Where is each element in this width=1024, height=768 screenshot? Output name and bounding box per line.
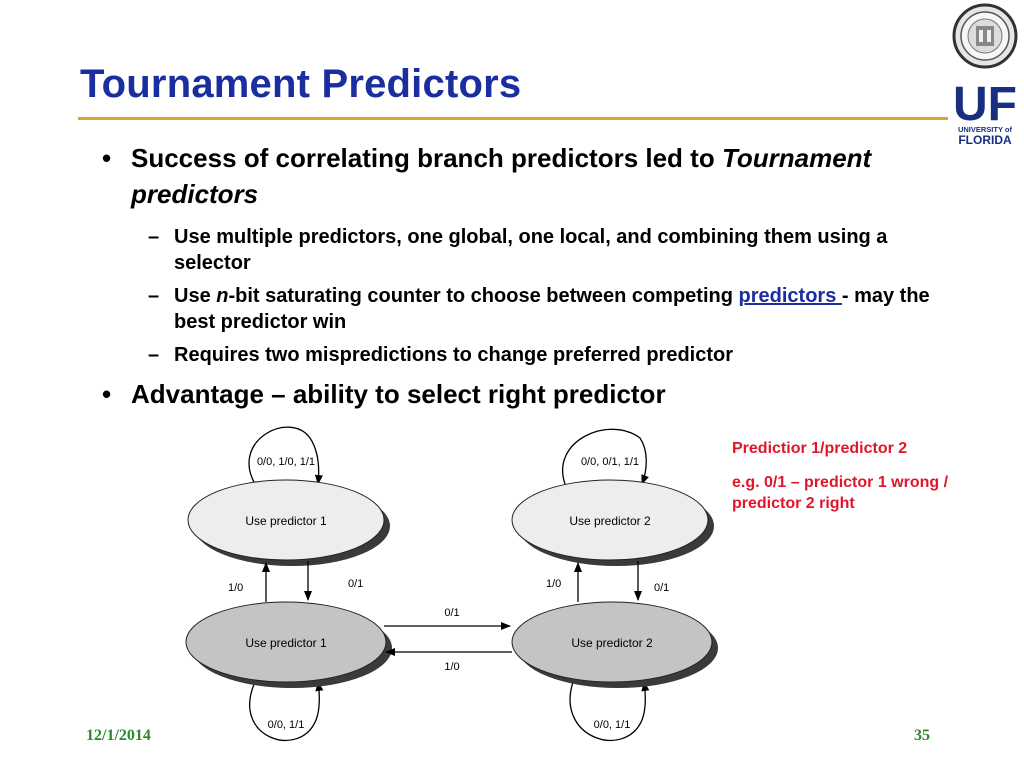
subbullet-text: -bit saturating counter to choose betwee… [228,285,739,307]
subbullet-item: – Use n-bit saturating counter to choose… [96,283,936,335]
page-number: 35 [914,727,930,744]
state-s3 [185,601,387,683]
state-label: Use predictor 1 [245,636,327,650]
state-label: Use predictor 1 [245,514,327,528]
transition-label: 0/1 [444,607,459,619]
subbullet-item: – Use multiple predictors, one global, o… [96,224,936,276]
bullet-item: • Success of correlating branch predicto… [96,140,936,212]
subbullet-emphasis: n [216,285,229,307]
state-s1 [187,479,385,561]
subbullet-text: Requires two mispredictions to change pr… [174,344,734,366]
logo-line2: FLORIDA [958,133,1012,147]
bullet-text: Success of correlating branch predictors… [131,143,722,173]
transition-label: 0/0, 1/1 [594,719,631,731]
logo-line1: UNIVERSITY of [958,125,1013,134]
transition-label: 0/1 [654,582,669,594]
self-loop-s1 [248,426,323,485]
state-diagram: Use predictor 1 Use predictor 2 Use pred… [185,426,718,742]
university-logo: UF UNIVERSITY of FLORIDA [952,3,1018,147]
bullet-emphasis: Tournament predictors [131,143,872,209]
state-s2 [511,479,709,561]
state-s4 [511,601,713,683]
bullet-list: • Success of correlating branch predicto… [96,140,936,412]
logo-letters: UF [953,78,1017,131]
predictors-link[interactable]: predictors [738,285,842,307]
state-label: Use predictor 2 [571,636,653,650]
bullet-glyph: • [102,143,112,173]
legend-note: Predictior 1/predictor 2 e.g. 0/1 – pred… [732,438,1017,527]
note-line: Predictior 1/predictor 2 [732,440,908,457]
transition-label: 1/0 [228,582,243,594]
footer-date: 12/1/2014 [86,727,151,744]
slide-title: Tournament Predictors [80,62,522,106]
note-line: e.g. 0/1 – predictor 1 wrong / predictor… [732,474,949,512]
bullet-text: Advantage – ability to select right pred… [131,379,666,409]
bullet-item: • Advantage – ability to select right pr… [96,376,936,412]
self-loop-s2 [562,428,649,485]
title-divider [78,117,948,120]
bullet-glyph: • [102,379,112,409]
subbullet-item: – Requires two mispredictions to change … [96,342,936,368]
transition-label: 0/0, 1/1 [268,719,305,731]
self-loop-s3 [249,681,324,742]
transition-label: 1/0 [444,661,459,673]
transition-label: 0/0, 0/1, 1/1 [581,456,639,468]
dash-glyph: – [148,226,160,248]
transition-label: 0/1 [348,578,363,590]
transition-label: 0/0, 1/0, 1/1 [257,456,315,468]
state-label: Use predictor 2 [569,514,651,528]
dash-glyph: – [148,344,160,366]
subbullet-text: Use [174,285,217,307]
subbullet-text: - may the best predictor win [174,285,930,333]
transition-label: 1/0 [546,578,561,590]
self-loop-s4 [569,681,650,742]
dash-glyph: – [148,285,160,307]
subbullet-text: Use multiple predictors, one global, one… [174,226,888,274]
